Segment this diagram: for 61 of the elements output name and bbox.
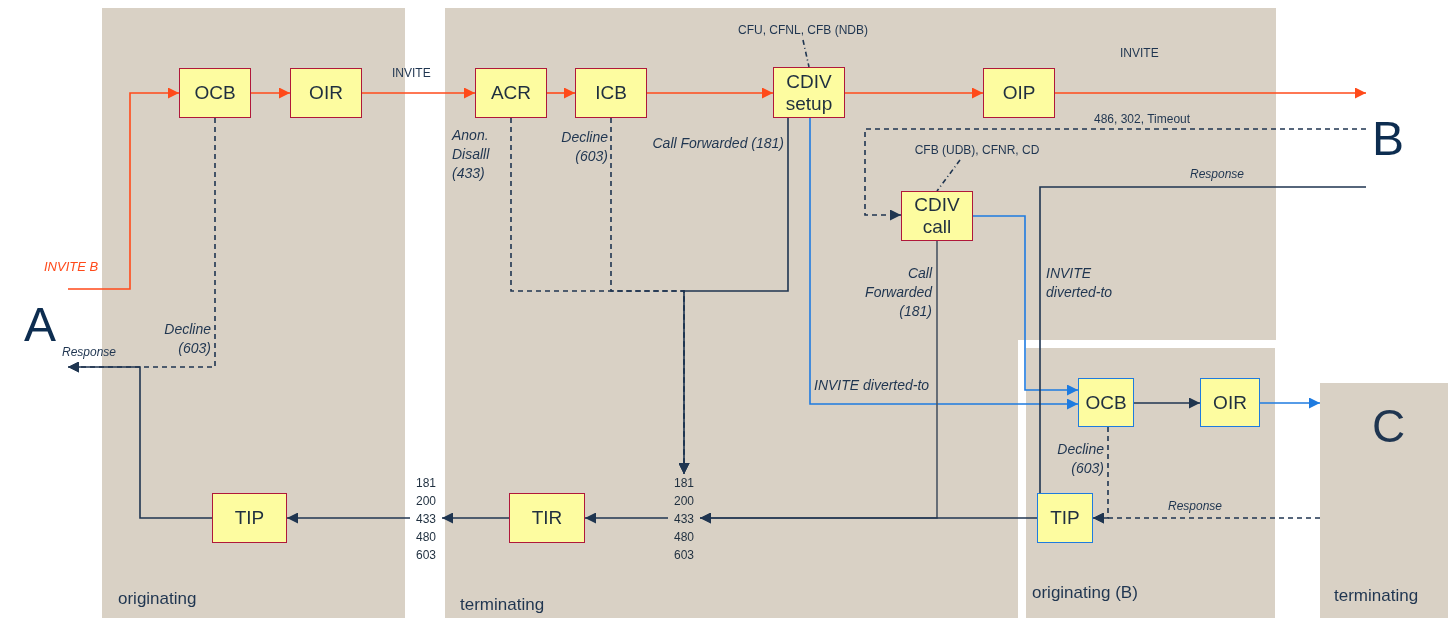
arrow	[286, 512, 411, 524]
arrow	[1133, 397, 1201, 409]
arrow	[584, 512, 669, 524]
function-box: ICB	[575, 68, 647, 118]
edge-label: Response	[62, 344, 117, 361]
function-box: TIR	[509, 493, 585, 543]
arrow	[1259, 397, 1321, 409]
arrow	[67, 361, 213, 519]
arrow	[1092, 512, 1321, 524]
arrow	[441, 512, 510, 524]
edge-label: INVITE diverted-to	[814, 376, 930, 395]
arrow	[844, 87, 984, 99]
function-box: TIP	[1037, 493, 1093, 543]
edge-label: Call Forwarded (181)	[652, 134, 784, 153]
edge-label: INVITE	[1120, 45, 1159, 62]
zone-label: originating (B)	[1032, 584, 1138, 601]
edge-label: Decline (603)	[163, 320, 211, 358]
arrow	[646, 87, 774, 99]
function-box: OIR	[1200, 378, 1260, 427]
response-code-list: 181 200 433 480 603	[410, 474, 442, 564]
arrow	[1054, 87, 1367, 99]
function-box: CDIV setup	[773, 67, 845, 118]
arrow	[678, 117, 789, 475]
edge-label: Decline (603)	[1056, 440, 1104, 478]
edge-label: INVITE	[392, 65, 431, 82]
function-box: OCB	[1078, 378, 1134, 427]
endpoint-letter: C	[1372, 403, 1406, 449]
leader-line	[936, 159, 961, 192]
edge-label: Response	[1168, 498, 1223, 515]
function-box: OCB	[179, 68, 251, 118]
zone-label: originating	[118, 590, 197, 607]
edge-label: 486, 302, Timeout	[1094, 111, 1191, 128]
function-box: TIP	[212, 493, 287, 543]
endpoint-letter: B	[1366, 88, 1410, 190]
edge-label: INVITE diverted-to	[1046, 264, 1114, 302]
annotation-text: CFU, CFNL, CFB (NDB)	[714, 20, 892, 40]
function-box: OIR	[290, 68, 362, 118]
edge-label: Decline (603)	[560, 128, 608, 166]
arrow	[972, 215, 1079, 396]
zone-panel	[1320, 383, 1448, 618]
function-box: ACR	[475, 68, 547, 118]
function-box: CDIV call	[901, 191, 973, 241]
annotation-text: CFB (UDB), CFNR, CD	[888, 140, 1066, 160]
leader-line	[802, 39, 810, 68]
arrow	[67, 87, 180, 290]
zone-label: terminating	[1334, 587, 1419, 604]
arrow	[699, 512, 1038, 524]
zone-label: terminating	[460, 596, 545, 613]
function-box: OIP	[983, 68, 1055, 118]
response-code-list: 181 200 433 480 603	[668, 474, 700, 564]
edge-label: INVITE B	[44, 258, 99, 276]
arrow	[250, 87, 291, 99]
arrow	[809, 117, 1079, 410]
arrow	[546, 87, 576, 99]
arrow	[361, 87, 476, 99]
zone-panel	[1026, 348, 1275, 618]
edge-label: Anon. Disalll (433)	[452, 126, 491, 183]
edge-label: Call Forwarded (181)	[864, 264, 932, 321]
arrow	[864, 128, 1367, 221]
zone-panel	[445, 8, 1276, 618]
edge-label: Response	[1190, 166, 1245, 183]
